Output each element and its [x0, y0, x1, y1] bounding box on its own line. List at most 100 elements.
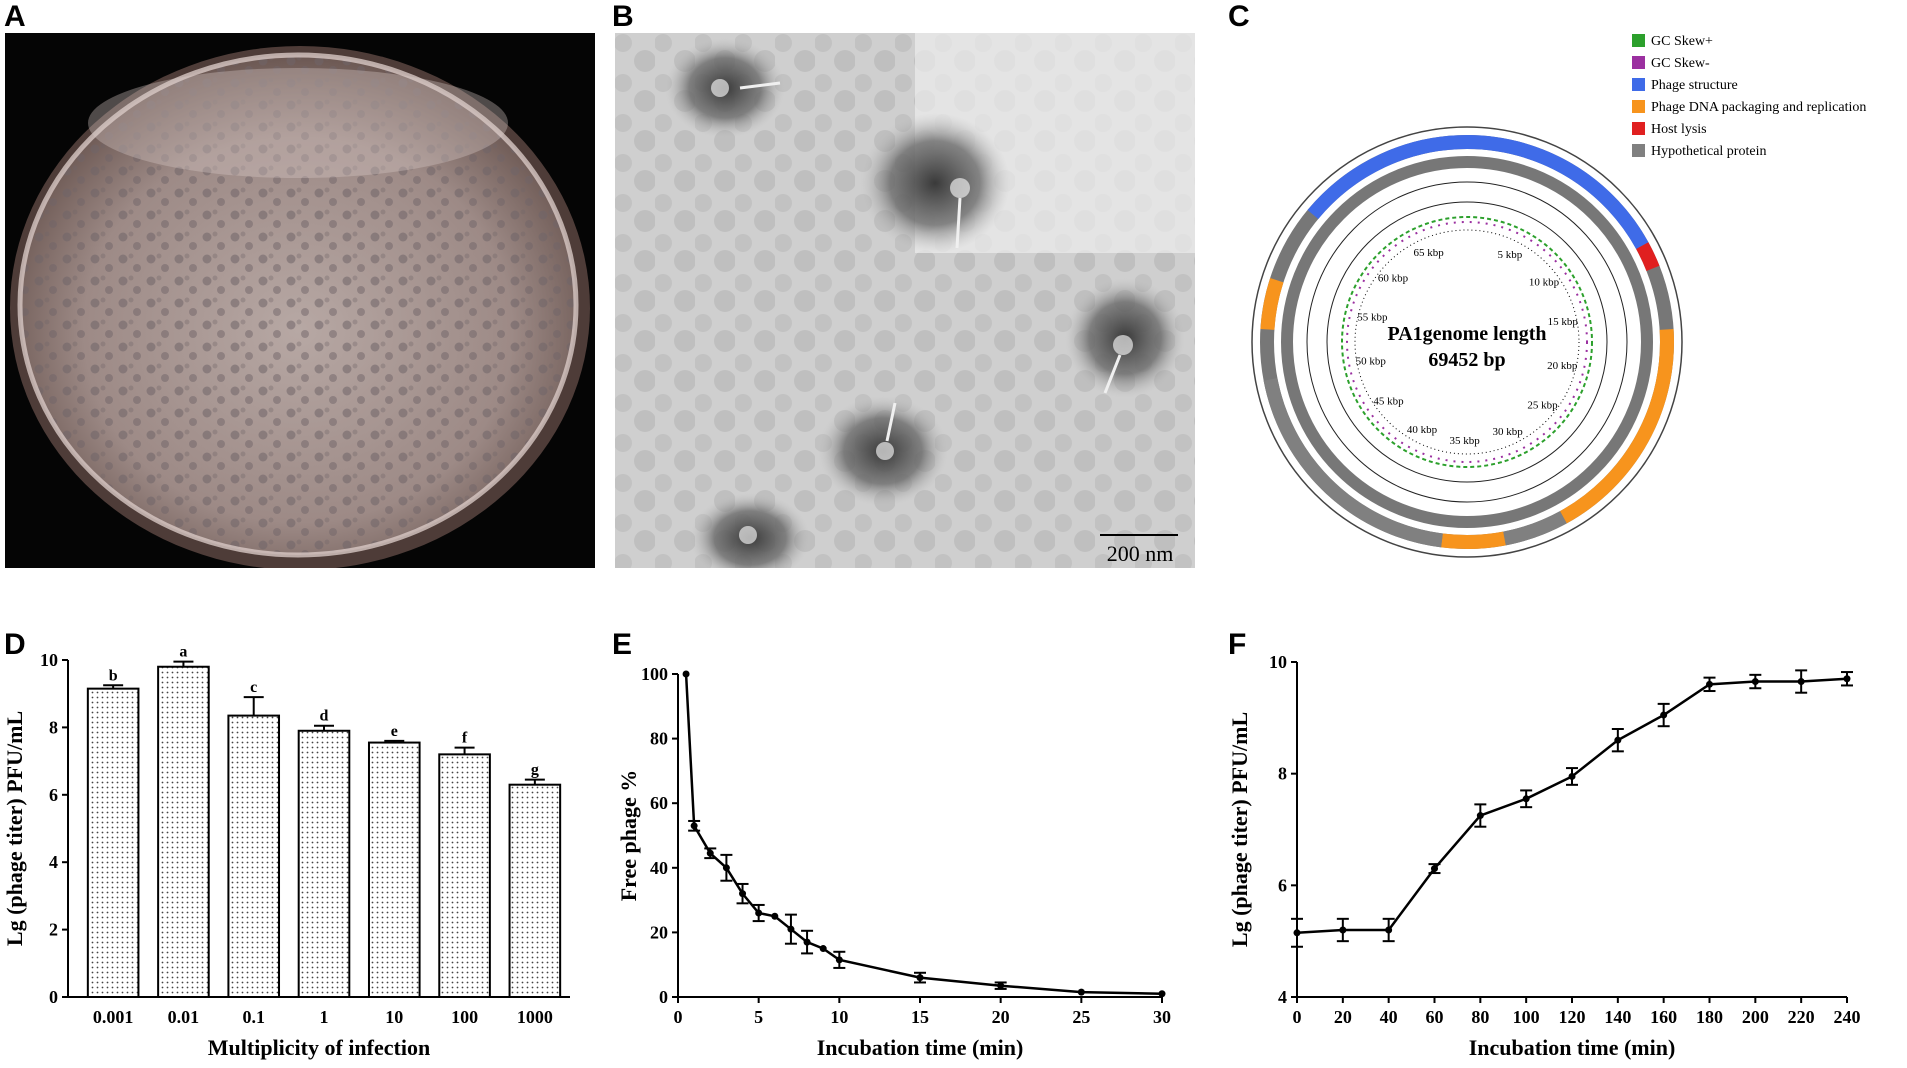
x-tick-label: 200: [1742, 1007, 1769, 1027]
x-axis-label: Incubation time (min): [1469, 1035, 1676, 1060]
x-tick-label: 140: [1604, 1007, 1631, 1027]
significance-letter: c: [250, 679, 257, 696]
legend-swatch: [1632, 122, 1645, 135]
data-point: [706, 849, 714, 857]
x-tick-label: 220: [1788, 1007, 1815, 1027]
x-tick-label: 0.001: [93, 1007, 134, 1027]
genome-title: PA1genome length: [1387, 323, 1546, 345]
y-tick-label: 20: [650, 922, 668, 942]
legend-swatch: [1632, 100, 1645, 113]
data-point: [1476, 812, 1484, 820]
y-tick-label: 0: [49, 987, 58, 1007]
panel-letter-c: C: [1228, 0, 1250, 33]
data-point: [1660, 711, 1668, 719]
bar: [297, 729, 351, 999]
x-tick-label: 25: [1072, 1007, 1090, 1027]
data-point: [916, 974, 924, 982]
y-tick-label: 4: [49, 852, 58, 872]
legend-swatch: [1632, 34, 1645, 47]
x-tick-label: 100: [451, 1007, 478, 1027]
scale-bar-label: 200 nm: [1107, 541, 1174, 566]
x-tick-label: 5: [754, 1007, 763, 1027]
gene-arc-0: [1466, 135, 1618, 210]
ring-tick-label: 5 kbp: [1497, 249, 1522, 261]
bar: [438, 753, 491, 998]
ring-tick-label: 35 kbp: [1449, 435, 1480, 447]
gene-arc-8: [1260, 278, 1284, 331]
y-tick-label: 0: [659, 987, 668, 1007]
ring-tick-label: 40 kbp: [1407, 424, 1438, 436]
significance-letter: d: [320, 708, 329, 725]
y-axis-label: Lg (phage titer) PFU/mL: [1227, 712, 1252, 947]
x-axis-label: Incubation time (min): [817, 1035, 1024, 1060]
x-tick-label: 120: [1559, 1007, 1586, 1027]
x-axis-label: Multiplicity of infection: [208, 1035, 430, 1060]
tem-illustration: 200 nm: [615, 33, 1195, 568]
panel-letter-f: F: [1228, 628, 1247, 661]
ring-tick-label: 60 kbp: [1378, 273, 1409, 285]
ring-tick-label: 20 kbp: [1547, 360, 1578, 372]
x-tick-label: 30: [1153, 1007, 1171, 1027]
data-point: [1843, 675, 1851, 683]
data-point: [1339, 926, 1347, 934]
bar: [508, 783, 562, 998]
petri-dish-photo: [5, 33, 595, 568]
petri-dish-illustration: [10, 46, 590, 568]
x-tick-label: 10: [830, 1007, 848, 1027]
x-tick-label: 160: [1650, 1007, 1677, 1027]
data-point: [1568, 772, 1576, 780]
data-point: [1614, 736, 1622, 744]
gene-arc-7: [1263, 378, 1319, 474]
data-point: [1751, 678, 1759, 686]
data-point: [682, 670, 690, 678]
y-tick-label: 40: [650, 858, 668, 878]
gc-content-ring-inner: [1326, 201, 1608, 483]
y-tick-label: 10: [40, 650, 58, 670]
data-point: [722, 864, 730, 872]
legend-label: Hypothetical protein: [1651, 144, 1766, 159]
data-point: [819, 945, 827, 953]
gene-arc-10: [1378, 135, 1468, 168]
ring-tick-label: 15 kbp: [1548, 316, 1579, 328]
x-tick-label: 0: [1293, 1007, 1302, 1027]
outer-ring: [1251, 126, 1683, 558]
data-point: [787, 925, 795, 933]
y-tick-label: 80: [650, 729, 668, 749]
x-tick-label: 0.01: [168, 1007, 200, 1027]
panel-letter-a: A: [4, 0, 26, 33]
significance-letter: b: [109, 667, 118, 684]
series-line: [684, 673, 1163, 996]
y-tick-label: 10: [1269, 652, 1287, 672]
x-tick-label: 100: [1513, 1007, 1540, 1027]
x-tick-label: 1000: [517, 1007, 553, 1027]
ring-tick-label: 10 kbp: [1529, 276, 1560, 288]
data-point: [1158, 990, 1166, 998]
x-tick-label: 80: [1471, 1007, 1489, 1027]
y-axis-label: Free phage %: [616, 770, 641, 902]
gc-skew-ring-positive: [1341, 216, 1593, 468]
panel-letter-b: B: [612, 0, 634, 33]
x-tick-label: 10: [385, 1007, 403, 1027]
ring-tick-label: 65 kbp: [1413, 247, 1444, 259]
x-tick-label: 20: [992, 1007, 1010, 1027]
significance-letter: g: [531, 762, 539, 779]
data-point: [739, 890, 747, 898]
data-point: [771, 912, 779, 920]
significance-letter: e: [391, 723, 398, 740]
legend-swatch: [1632, 56, 1645, 69]
bar: [86, 687, 140, 999]
data-point: [690, 822, 698, 830]
data-point: [1077, 988, 1085, 996]
gc-content-ring-outer: [1306, 181, 1628, 503]
x-tick-label: 1: [320, 1007, 329, 1027]
gene-arc-6: [1307, 464, 1443, 548]
x-tick-label: 40: [1380, 1007, 1398, 1027]
x-tick-label: 60: [1426, 1007, 1444, 1027]
bar: [227, 714, 281, 998]
ring-tick-label: 25 kbp: [1527, 399, 1558, 411]
panel-letter-e: E: [612, 628, 633, 661]
legend-swatch: [1632, 144, 1645, 157]
gene-arc-2: [1636, 242, 1660, 272]
